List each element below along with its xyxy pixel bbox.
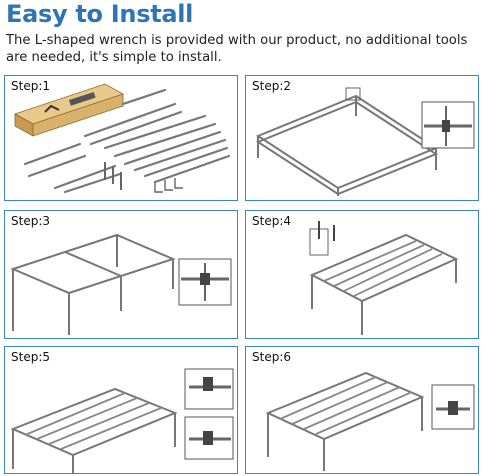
frame-legs-icon [257, 96, 437, 196]
frame-outline-icon [10, 387, 178, 457]
step-4-illustration [309, 221, 459, 335]
step-5-panel: Step:5 [4, 346, 238, 474]
detail-inset-bottom-icon [184, 416, 234, 460]
packaging-box-icon [14, 83, 124, 137]
step-1-illustration [14, 83, 231, 194]
frame-legs-icon [267, 397, 423, 471]
frame-legs-icon [12, 413, 176, 473]
frame-outline-icon [309, 233, 459, 303]
step-6-illustration [265, 371, 475, 471]
detail-inset-icon [421, 101, 475, 149]
page-title: Easy to Install [6, 0, 194, 28]
screw-detail-icon [309, 221, 335, 256]
frame-outline-icon [255, 94, 439, 196]
step-6-label: Step:6 [252, 350, 291, 364]
step-3-label: Step:3 [11, 214, 50, 228]
step-5-illustration [10, 368, 234, 473]
frame-outline-icon [10, 233, 176, 295]
legs-icon [104, 162, 122, 190]
slats-icon [24, 392, 162, 450]
detail-inset-top-icon [184, 368, 234, 410]
step-1-label: Step:1 [11, 79, 50, 93]
step-5-label: Step:5 [11, 350, 50, 364]
step-2-illustration [255, 87, 475, 196]
joint-marker-icon [345, 87, 361, 101]
step-4-label: Step:4 [252, 214, 291, 228]
step-3-panel: Step:3 [4, 210, 238, 339]
step-4-panel: Step:4 [245, 210, 479, 339]
step-1-panel: Step:1 [4, 75, 238, 201]
frame-rails-icon [23, 88, 231, 194]
step-6-panel: Step:6 [245, 346, 479, 474]
detail-inset-icon [178, 258, 232, 306]
brackets-icon [154, 178, 183, 193]
page-description: The L-shaped wrench is provided with our… [6, 33, 468, 65]
step-2-panel: Step:2 [245, 75, 479, 201]
frame-legs-icon [12, 235, 174, 335]
step-3-illustration [10, 233, 232, 335]
slats-icon [323, 240, 443, 297]
frame-legs-icon [311, 259, 457, 335]
frame-outline-icon [265, 371, 425, 441]
detail-inset-icon [431, 384, 475, 430]
step-2-label: Step:2 [252, 79, 291, 93]
slats-icon [279, 376, 413, 435]
